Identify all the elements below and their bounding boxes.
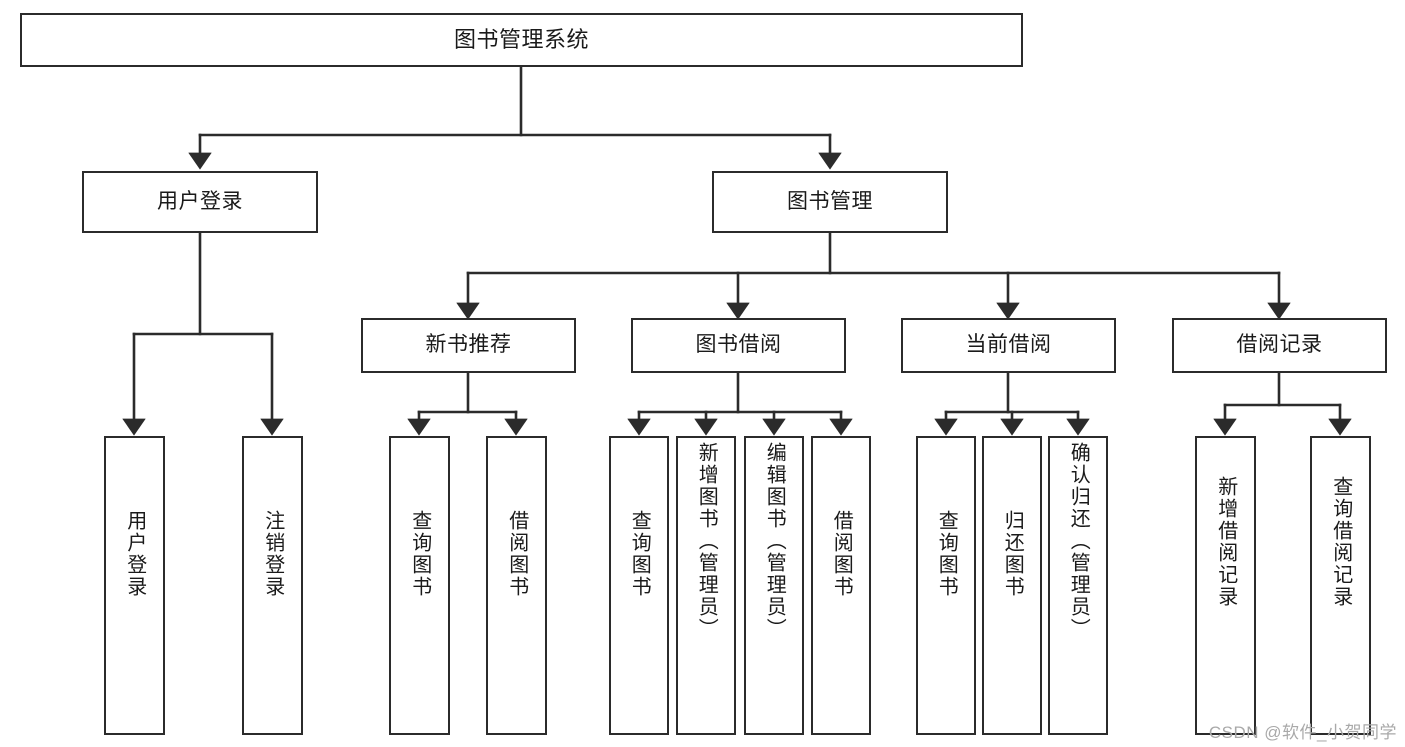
- node-leaf-add-book-admin[interactable]: 新增图书（管理员）: [676, 436, 736, 735]
- node-user-login[interactable]: 用户登录: [82, 171, 318, 233]
- node-leaf-logout[interactable]: 注销登录: [242, 436, 303, 735]
- node-leaf-edit-book-admin-label: 编辑图书（管理员）: [763, 442, 786, 640]
- node-leaf-borrow-book-recommend[interactable]: 借阅图书: [486, 436, 547, 735]
- node-leaf-add-book-admin-label: 新增图书（管理员）: [695, 442, 718, 640]
- csdn-watermark: CSDN @软件_小贺同学: [1208, 723, 1397, 742]
- node-book-borrow-label: 图书借阅: [695, 333, 782, 357]
- node-leaf-borrow-book-borrow-label: 借阅图书: [830, 510, 853, 598]
- node-user-login-label: 用户登录: [157, 189, 243, 213]
- node-leaf-confirm-return-admin-label: 确认归还（管理员）: [1067, 442, 1090, 640]
- node-book-borrow[interactable]: 图书借阅: [631, 318, 846, 373]
- node-borrow-record[interactable]: 借阅记录: [1172, 318, 1387, 373]
- node-current-borrow-label: 当前借阅: [965, 333, 1052, 357]
- node-leaf-user-login-label: 用户登录: [123, 510, 146, 598]
- node-leaf-edit-book-admin[interactable]: 编辑图书（管理员）: [744, 436, 804, 735]
- node-leaf-query-book-borrow-label: 查询图书: [628, 510, 651, 598]
- node-current-borrow[interactable]: 当前借阅: [901, 318, 1116, 373]
- node-leaf-add-borrow-record-label: 新增借阅记录: [1214, 476, 1237, 608]
- node-leaf-query-borrow-record-label: 查询借阅记录: [1329, 476, 1352, 608]
- node-new-book-recommend-label: 新书推荐: [425, 333, 512, 357]
- node-new-book-recommend[interactable]: 新书推荐: [361, 318, 576, 373]
- node-leaf-query-book-recommend[interactable]: 查询图书: [389, 436, 450, 735]
- node-borrow-record-label: 借阅记录: [1236, 333, 1323, 357]
- node-leaf-query-book-current[interactable]: 查询图书: [916, 436, 976, 735]
- node-leaf-query-book-borrow[interactable]: 查询图书: [609, 436, 669, 735]
- node-leaf-user-login[interactable]: 用户登录: [104, 436, 165, 735]
- node-book-management[interactable]: 图书管理: [712, 171, 948, 233]
- node-leaf-query-book-recommend-label: 查询图书: [408, 510, 431, 598]
- node-leaf-add-borrow-record[interactable]: 新增借阅记录: [1195, 436, 1256, 735]
- node-leaf-return-book-label: 归还图书: [1001, 510, 1024, 598]
- node-root-book-management-system[interactable]: 图书管理系统: [20, 13, 1023, 67]
- node-leaf-logout-label: 注销登录: [261, 510, 284, 598]
- node-leaf-return-book[interactable]: 归还图书: [982, 436, 1042, 735]
- node-leaf-borrow-book-borrow[interactable]: 借阅图书: [811, 436, 871, 735]
- node-book-management-label: 图书管理: [787, 189, 873, 213]
- node-leaf-borrow-book-recommend-label: 借阅图书: [505, 510, 528, 598]
- node-leaf-confirm-return-admin[interactable]: 确认归还（管理员）: [1048, 436, 1108, 735]
- node-leaf-query-book-current-label: 查询图书: [935, 510, 958, 598]
- node-leaf-query-borrow-record[interactable]: 查询借阅记录: [1310, 436, 1371, 735]
- node-root-label: 图书管理系统: [453, 27, 589, 53]
